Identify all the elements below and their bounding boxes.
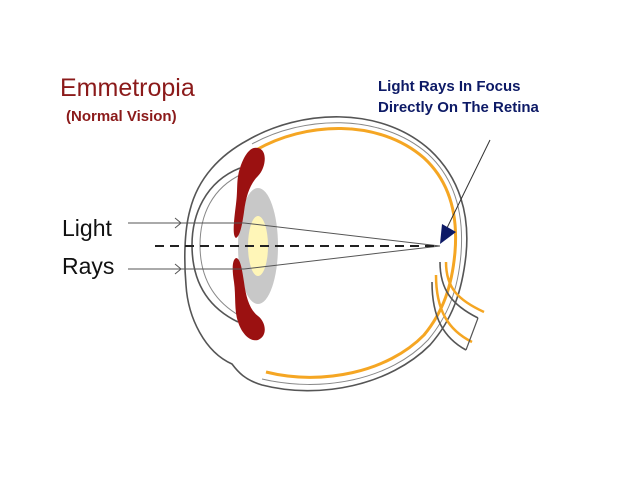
iris-lower	[232, 258, 265, 341]
focus-pointer	[440, 139, 491, 244]
light-rays-label-line2: Rays	[62, 253, 114, 279]
retina	[255, 127, 458, 379]
ray-arrow-upper	[174, 217, 182, 229]
light-rays-label-line1: Light	[62, 215, 112, 241]
ray-arrow-lower	[174, 263, 182, 275]
diagram-subtitle: (Normal Vision)	[66, 108, 177, 125]
light-rays	[128, 217, 441, 275]
eyeball	[184, 116, 468, 392]
iris-upper	[233, 147, 265, 238]
lens	[238, 188, 278, 304]
lens-inner	[248, 216, 268, 276]
focus-note-line1: Light Rays In Focus	[378, 78, 521, 95]
focus-note-line2: Directly On The Retina	[378, 99, 540, 116]
choroid	[251, 122, 463, 385]
optic-nerve	[431, 261, 485, 351]
focus-arrowhead	[440, 224, 456, 244]
diagram-title: Emmetropia	[60, 74, 195, 102]
